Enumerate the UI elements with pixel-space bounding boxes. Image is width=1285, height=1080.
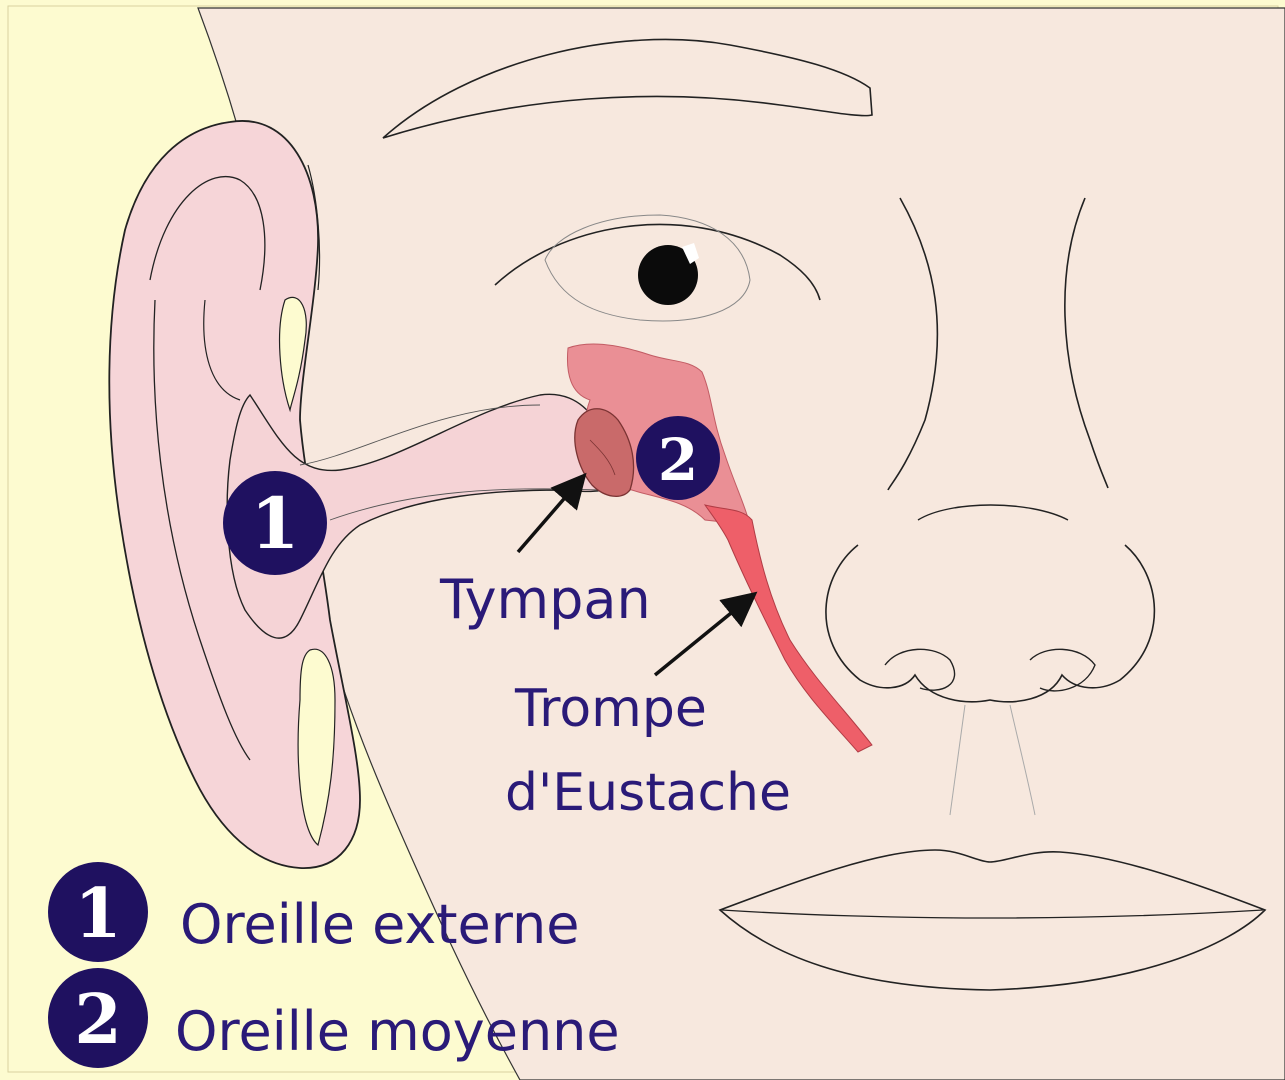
badge-one-ear: 1 — [223, 471, 327, 575]
badge-two-number: 2 — [658, 426, 698, 494]
badge-one-number: 1 — [251, 482, 300, 565]
legend-label-outer-ear: Oreille externe — [180, 893, 579, 956]
trompe-label-line2: d'Eustache — [505, 763, 791, 823]
tympan-label: Tympan — [439, 568, 651, 631]
legend-label-middle-ear: Oreille moyenne — [175, 1000, 620, 1063]
legend-badge-two-number: 2 — [74, 980, 121, 1060]
trompe-label-line1: Trompe — [514, 679, 707, 739]
legend-badge-one-number: 1 — [74, 874, 121, 954]
badge-two-middle-ear: 2 — [636, 416, 720, 500]
